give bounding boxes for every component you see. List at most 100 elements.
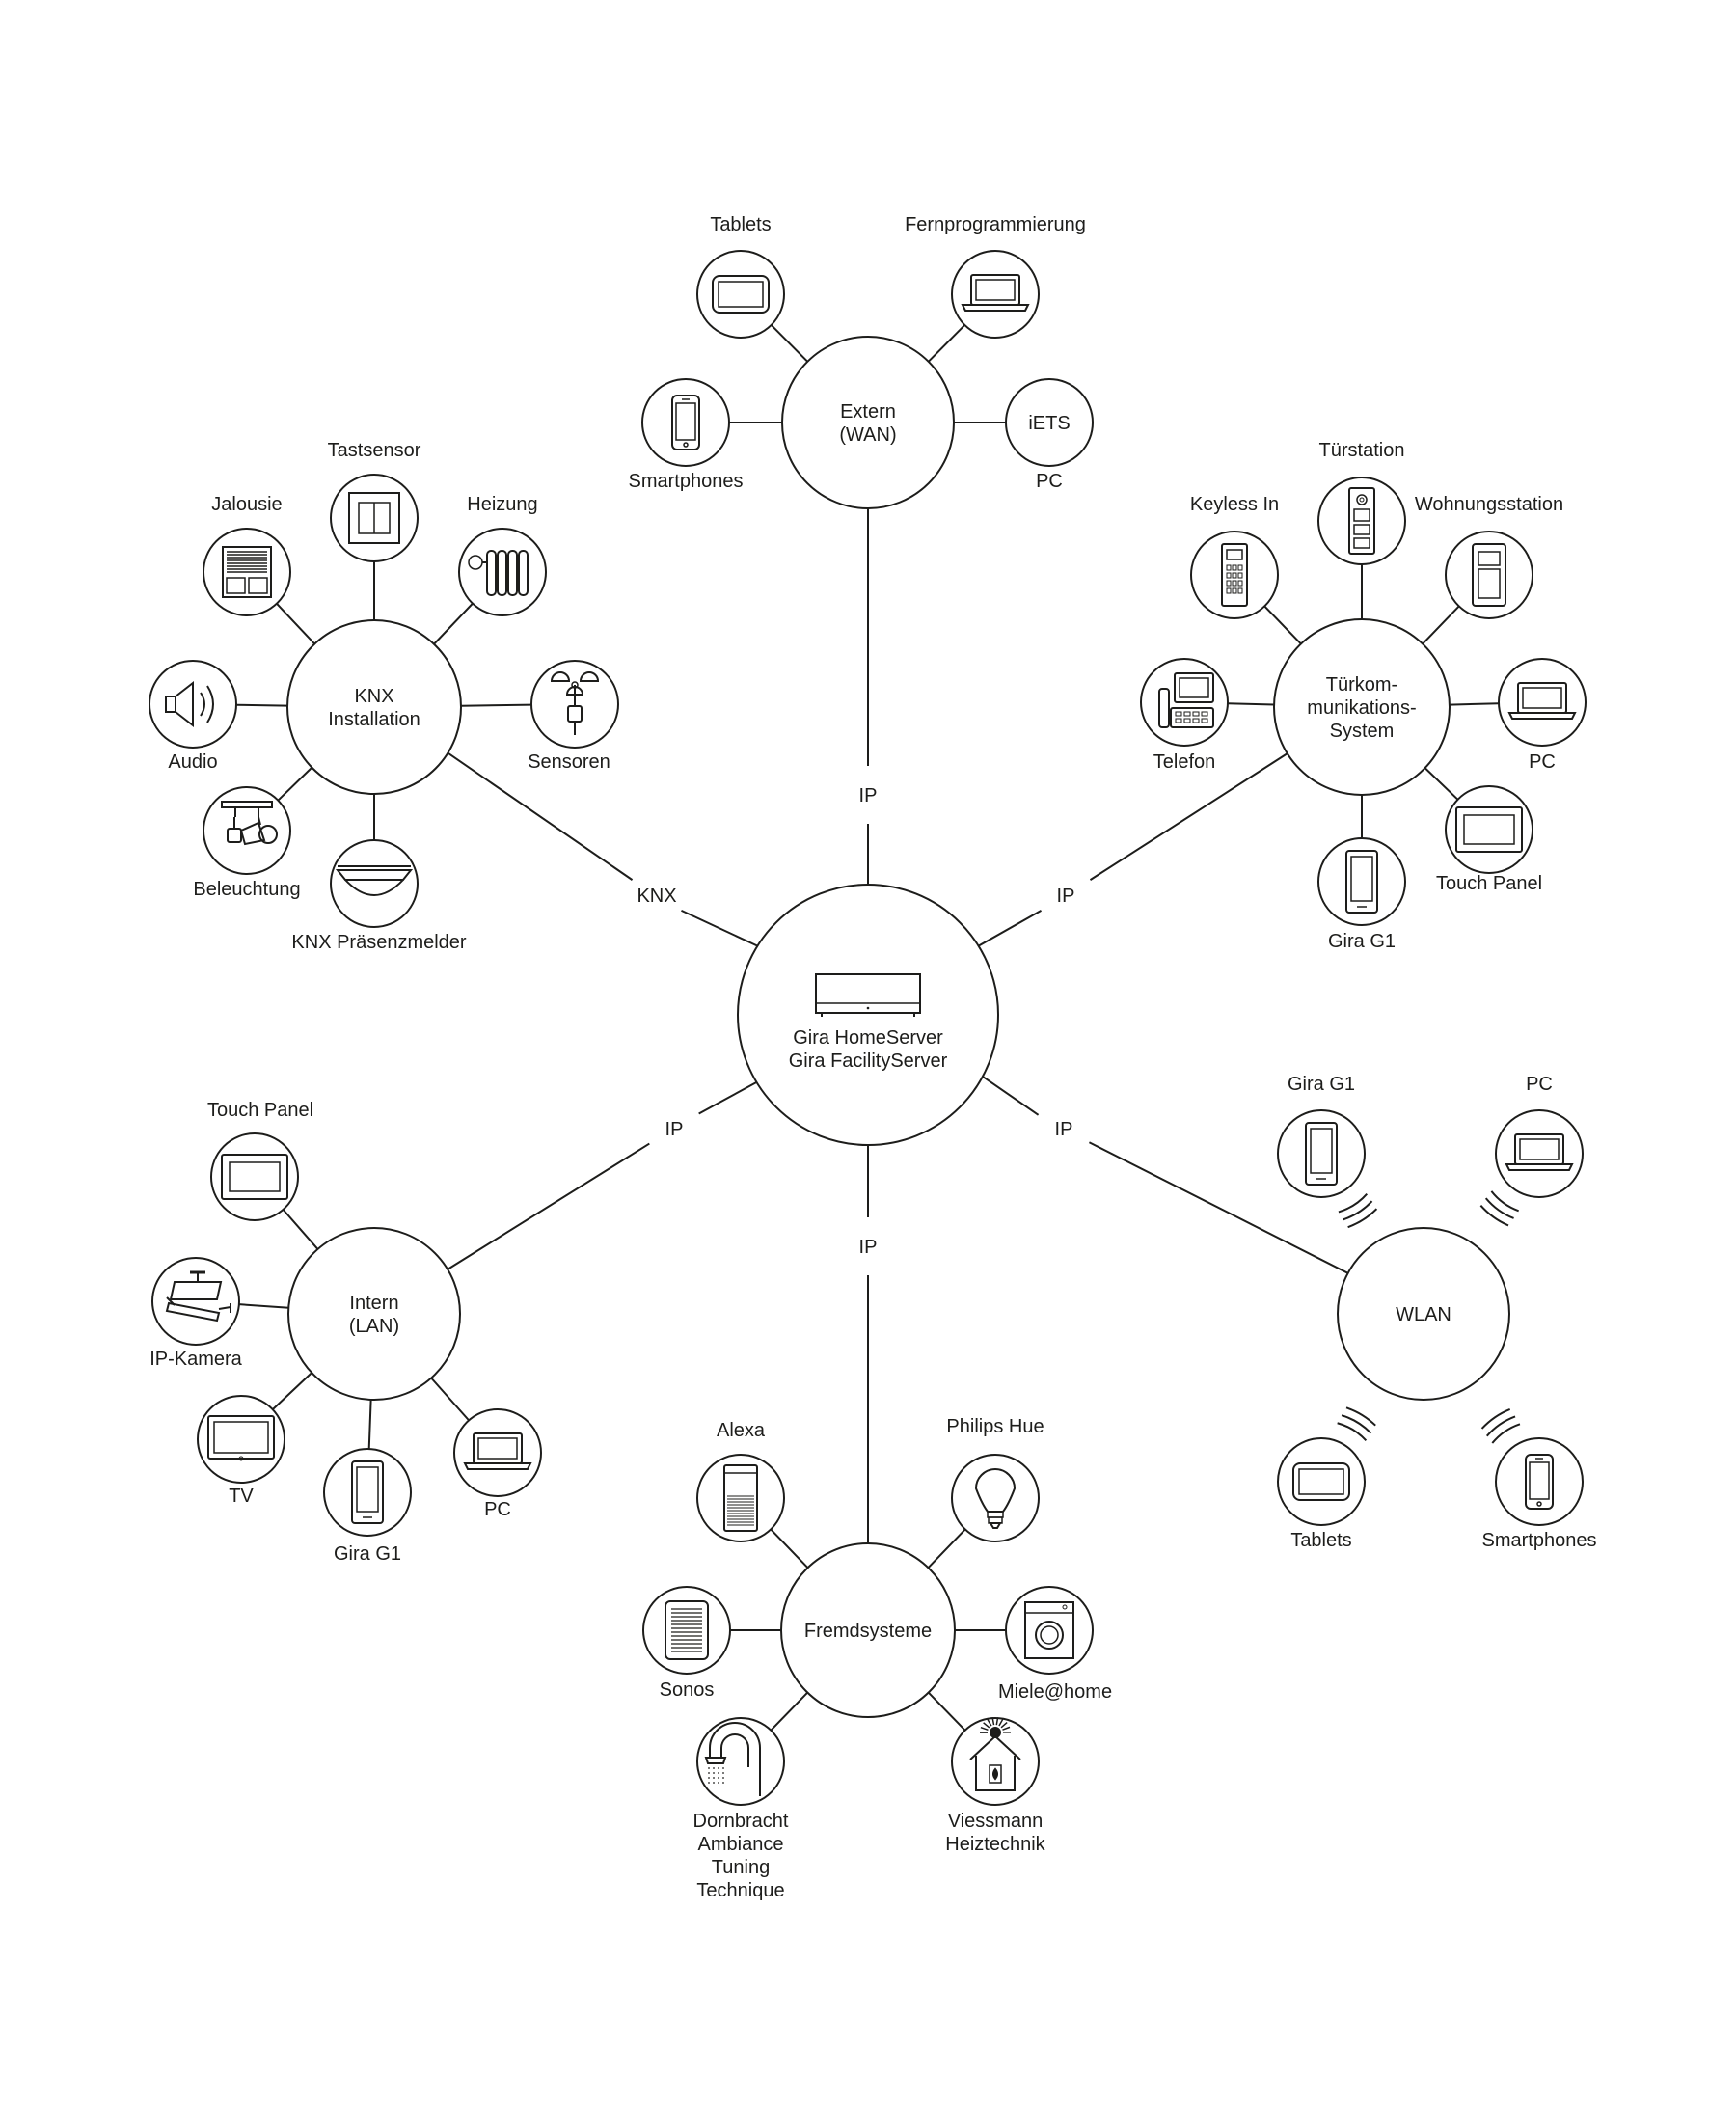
satellite-label-line: Jalousie [211, 494, 282, 515]
satellite-label: TV [229, 1486, 254, 1507]
edge-label-wlan: IP [1055, 1119, 1073, 1140]
satellite-label: Tablets [1290, 1530, 1351, 1551]
blind-icon [223, 547, 271, 597]
satellite-label-line: Alexa [717, 1420, 766, 1441]
smartphone-icon [672, 396, 699, 450]
satellite-node [149, 661, 236, 748]
laptop-icon [963, 275, 1028, 311]
hub-label-intern-line: (LAN) [349, 1316, 399, 1337]
satellite-label-line: Dornbracht [693, 1811, 789, 1832]
satellite-node [1318, 838, 1405, 925]
satellite-label: Smartphones [629, 471, 744, 492]
edge-fremd-satellite [928, 1529, 964, 1568]
edge-fremd-satellite [771, 1693, 807, 1731]
edge-fremd-satellite [771, 1529, 807, 1568]
satellite-label-line: TV [229, 1486, 254, 1507]
satellite-node [952, 1717, 1039, 1805]
hub-label-fremd: Fremdsysteme [804, 1621, 932, 1642]
satellite-label-line: Miele@home [998, 1681, 1112, 1703]
laptop-icon [1509, 683, 1575, 719]
satellite-label-line: PC [484, 1499, 511, 1520]
satellite-label-line: Beleuchtung [193, 879, 300, 900]
hub-label-extern: Extern(WAN) [839, 401, 896, 446]
satellite-label: Sensoren [528, 751, 610, 773]
edge-intern-satellite [284, 1210, 318, 1249]
satellite-node [1446, 786, 1533, 873]
satellite-label: Telefon [1153, 751, 1216, 773]
edge-extern-satellite [929, 325, 965, 362]
satellite-label: Beleuchtung [193, 879, 300, 900]
satellite-node [1006, 1587, 1093, 1674]
edge-knx-satellite [461, 705, 531, 706]
center-label-line: Gira FacilityServer [789, 1050, 948, 1072]
gira-g1-icon [1346, 851, 1377, 913]
shower-icon [706, 1723, 760, 1796]
satellite-label: Wohnungsstation [1415, 494, 1563, 515]
satellite-node [1278, 1438, 1365, 1525]
smartphone-icon [1526, 1455, 1553, 1509]
satellite-label-line: Smartphones [629, 471, 744, 492]
satellite-node [531, 661, 618, 748]
satellite-node [331, 475, 418, 561]
ip-camera-icon [167, 1272, 231, 1321]
weather-sensor-icon [552, 672, 598, 735]
tv-icon [208, 1416, 274, 1460]
hub-label-intern: Intern(LAN) [349, 1293, 399, 1337]
satellite-label-line: Tablets [710, 214, 771, 235]
satellite-node [1446, 532, 1533, 618]
telephone-icon [1159, 673, 1213, 727]
edge-tuerkom-satellite [1425, 768, 1458, 800]
edge-tuerkom-satellite [1423, 606, 1459, 643]
satellite-node [459, 529, 546, 615]
satellite-label: PC [1529, 751, 1556, 773]
hub-label-extern-line: (WAN) [839, 424, 896, 446]
edge-knx-satellite [278, 768, 312, 801]
edge-label-intern: IP [665, 1119, 684, 1140]
satellite-label: Gira G1 [334, 1543, 401, 1565]
edge-tuerkom-satellite [1228, 703, 1274, 704]
satellite-label-line: Gira G1 [334, 1543, 401, 1565]
edge-intern-to-center [699, 1082, 757, 1114]
satellite-node [324, 1449, 411, 1536]
radiator-icon [469, 551, 528, 595]
edge-label-fremd: IP [859, 1237, 878, 1258]
satellite-label: Fernprogrammierung [905, 214, 1086, 235]
satellite-node [952, 1455, 1039, 1541]
satellite-label-line: Keyless In [1190, 494, 1279, 515]
washing-machine-icon [1025, 1602, 1073, 1658]
hub-knx [287, 620, 461, 794]
satellite-label-line: Gira G1 [1288, 1074, 1355, 1095]
satellite-label: Tastsensor [328, 440, 421, 461]
sonos-speaker-icon [665, 1601, 708, 1659]
hub-label-tuerkom-line: System [1330, 721, 1395, 742]
satellite-node [152, 1258, 239, 1345]
satellite-node [454, 1409, 541, 1496]
hub-label-wlan-line: WLAN [1396, 1304, 1451, 1325]
satellite-label-line: Fernprogrammierung [905, 214, 1086, 235]
satellite-node [1318, 477, 1405, 564]
satellite-label: Gira G1 [1328, 931, 1396, 952]
satellite-label: Philips Hue [946, 1416, 1044, 1437]
satellite-label-line: Telefon [1153, 751, 1216, 773]
tablet-icon [1293, 1463, 1349, 1500]
satellite-label-line: PC [1526, 1074, 1553, 1095]
satellite-label: Jalousie [211, 494, 282, 515]
touch-panel-icon [222, 1155, 287, 1199]
wifi-arc [1348, 1209, 1377, 1227]
satellite-label-line: Sonos [660, 1679, 715, 1701]
wifi-arc [1480, 1206, 1508, 1226]
hub-label-fremd-line: Fremdsysteme [804, 1621, 932, 1642]
edge-fremd-satellite [929, 1693, 965, 1731]
satellite-label: Miele@home [998, 1681, 1112, 1703]
satellite-label: Sonos [660, 1679, 715, 1701]
satellite-label-line: Tuning [712, 1857, 770, 1878]
satellite-label-line: Heiztechnik [945, 1834, 1045, 1855]
satellite-label-line: Ambiance [698, 1834, 784, 1855]
edge-wlan-to-center [1089, 1142, 1347, 1273]
satellite-label: Keyless In [1190, 494, 1279, 515]
tablet-icon [713, 276, 769, 313]
satellite-node [1191, 532, 1278, 618]
